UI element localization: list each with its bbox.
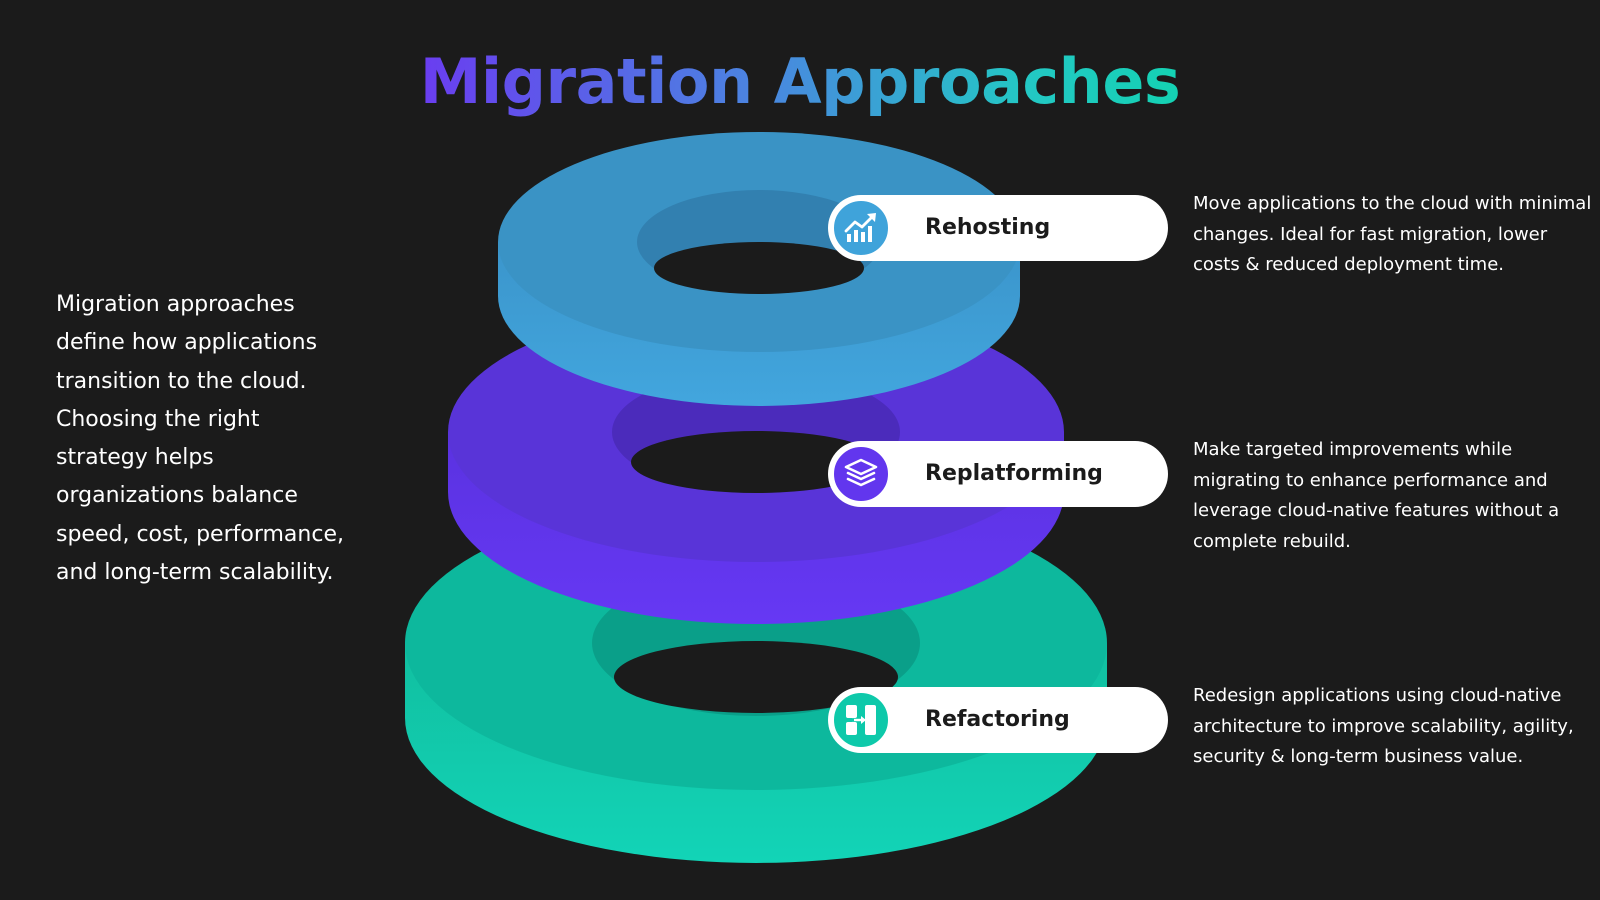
label-rehosting-text: Rehosting <box>925 215 1051 240</box>
restructure-icon <box>830 689 892 751</box>
label-refactoring-text: Refactoring <box>925 707 1070 732</box>
description-replatforming: Make targeted improvements while migrati… <box>1193 439 1560 553</box>
label-replatforming-text: Replatforming <box>925 461 1103 486</box>
ring-replatforming-hole <box>631 431 881 493</box>
label-refactoring: Refactoring <box>828 687 1168 753</box>
label-replatforming: Replatforming <box>828 441 1168 507</box>
ring-refactoring-hole <box>614 641 898 713</box>
description-rehosting: Move applications to the cloud with mini… <box>1193 193 1592 276</box>
ring-rehosting-hole <box>654 242 864 294</box>
ring-rehosting <box>498 132 1020 406</box>
layers-icon <box>830 443 892 505</box>
page-title: Migration Approaches <box>419 45 1181 118</box>
chart-growth-icon <box>830 197 892 259</box>
label-rehosting: Rehosting <box>828 195 1168 261</box>
intro-paragraph: Migration approaches define how applicat… <box>56 292 344 586</box>
description-refactoring: Redesign applications using cloud-native… <box>1193 685 1574 768</box>
